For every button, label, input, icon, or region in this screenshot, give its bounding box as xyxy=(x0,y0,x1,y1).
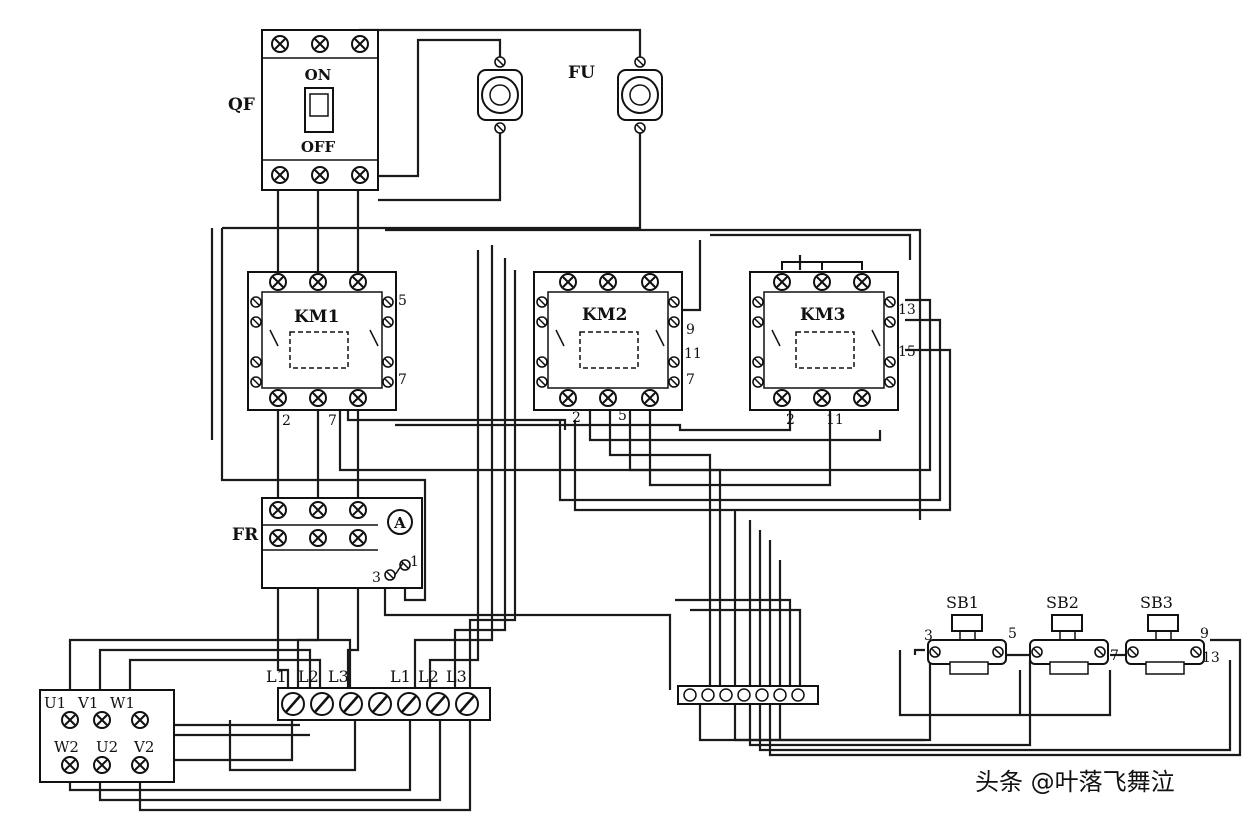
km3-label: KM3 xyxy=(800,305,845,325)
wire-num-fr-3: 3 xyxy=(372,570,381,586)
wire-num-km1-7b: 7 xyxy=(328,413,337,429)
circuit-breaker-qf: ON OFF xyxy=(261,29,379,191)
wire-num-sb1-3: 3 xyxy=(924,628,933,644)
wire-num-km3-13: 13 xyxy=(898,302,916,318)
wire-num-km3-11: 11 xyxy=(826,412,844,428)
wire-num-km2-2: 2 xyxy=(572,410,581,426)
motor-label-v1: V1 xyxy=(77,694,98,712)
wire-num-sb1-5: 5 xyxy=(1008,626,1017,642)
wire-num-fr-1: 1 xyxy=(410,554,419,570)
wire-num-km1-7: 7 xyxy=(398,372,407,388)
wire-num-km2-5: 5 xyxy=(618,408,627,424)
wire-num-km3-15: 15 xyxy=(898,344,916,360)
push-button-sb1 xyxy=(927,614,1007,675)
fr-ammeter-label: A xyxy=(393,514,406,532)
motor-label-u2: U2 xyxy=(96,738,118,756)
terminal-label-l3-a: L3 xyxy=(328,667,349,686)
wire-num-km1-5: 5 xyxy=(398,293,407,309)
motor-label-v2: V2 xyxy=(133,738,154,756)
push-button-sb3 xyxy=(1125,614,1205,675)
wire-num-km2-11: 11 xyxy=(684,346,702,362)
contactor-km1 xyxy=(247,271,397,411)
terminal-label-l2-a: L2 xyxy=(298,667,319,686)
qf-label: QF xyxy=(228,95,255,115)
terminal-label-l1-b: L1 xyxy=(390,667,411,686)
contactor-km2 xyxy=(533,271,683,411)
contactor-km3 xyxy=(749,261,899,411)
fuse-fu-2 xyxy=(617,56,663,134)
wire-number-labels: 5 7 2 7 9 11 7 2 5 13 15 2 11 3 1 3 5 7 … xyxy=(282,293,1220,666)
qf-off-label: OFF xyxy=(301,138,336,156)
wire-num-km2-9: 9 xyxy=(686,322,695,338)
sb1-label: SB1 xyxy=(946,593,979,612)
thermal-relay-fr: A xyxy=(261,497,423,589)
wire-num-sb2-7: 7 xyxy=(1110,648,1119,664)
wires xyxy=(68,28,1242,812)
watermark: 头条 @叶落飞舞泣 xyxy=(975,768,1175,796)
km2-label: KM2 xyxy=(582,305,627,325)
wire-num-km1-2: 2 xyxy=(282,413,291,429)
motor-label-w1: W1 xyxy=(110,694,135,712)
terminal-label-l2-b: L2 xyxy=(418,667,439,686)
wire-num-km3-2: 2 xyxy=(786,412,795,428)
terminal-block-main xyxy=(277,687,491,721)
wire-num-km2-7: 7 xyxy=(686,372,695,388)
sb2-label: SB2 xyxy=(1046,593,1079,612)
push-button-sb2 xyxy=(1029,614,1109,675)
fu-label: FU xyxy=(568,63,595,83)
motor-label-w2: W2 xyxy=(54,738,79,756)
fuse-fu-1 xyxy=(477,56,523,134)
motor-terminal-box xyxy=(39,689,175,783)
wire-num-sb3-13: 13 xyxy=(1202,650,1220,666)
km1-label: KM1 xyxy=(294,307,339,327)
sb3-label: SB3 xyxy=(1140,593,1173,612)
fr-label: FR xyxy=(232,525,259,545)
wire-num-sb3-9: 9 xyxy=(1200,626,1209,642)
motor-label-u1: U1 xyxy=(44,694,66,712)
terminal-label-l1-a: L1 xyxy=(266,667,287,686)
terminal-strip-control xyxy=(677,685,819,705)
qf-on-label: ON xyxy=(305,66,332,84)
terminal-label-l3-b: L3 xyxy=(446,667,467,686)
